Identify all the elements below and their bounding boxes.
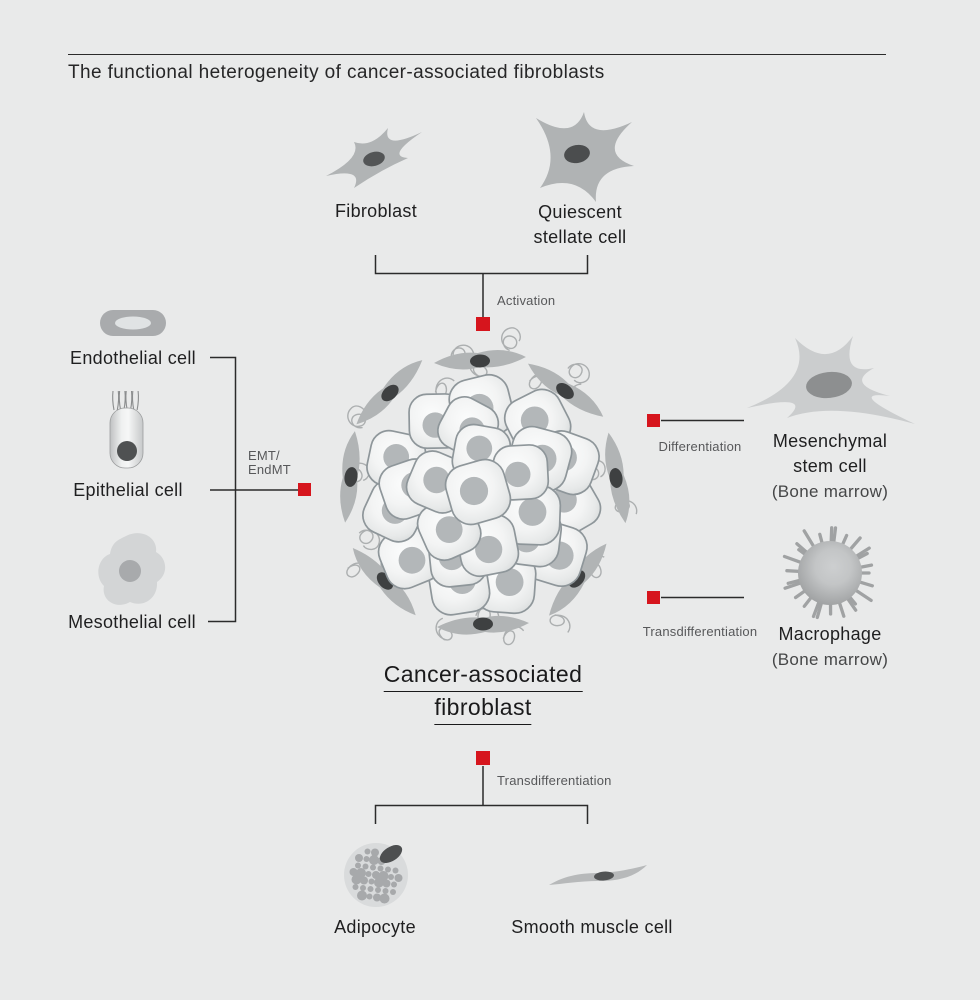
differentiation-marker bbox=[647, 414, 660, 427]
epithelial-cell-icon bbox=[109, 390, 144, 469]
caf-title-line2: fibroblast bbox=[434, 694, 532, 725]
endothelial-label: Endothelial cell bbox=[70, 348, 196, 368]
smooth-muscle-cell-icon bbox=[549, 865, 647, 885]
header-rule bbox=[68, 54, 886, 55]
emt-marker bbox=[298, 483, 311, 496]
msc-label-line2: stem cell bbox=[793, 456, 867, 476]
transdifferentiation-right-label: Transdifferentiation bbox=[642, 624, 758, 639]
macrophage-icon bbox=[782, 526, 874, 620]
fibroblast-label: Fibroblast bbox=[334, 201, 418, 221]
fibroblast-cell-icon bbox=[326, 128, 422, 188]
msc-label-line1: Mesenchymal bbox=[772, 431, 888, 451]
stellate-label-line1: Quiescent bbox=[538, 202, 622, 222]
emt-endmt-label: EMT/ EndMT bbox=[248, 449, 291, 477]
transdifferentiation-bottom-label: Transdifferentiation bbox=[497, 773, 612, 788]
msc-label-line3: (Bone marrow) bbox=[771, 482, 889, 501]
epithelial-label: Epithelial cell bbox=[73, 480, 183, 500]
transdifferentiation-right-marker bbox=[647, 591, 660, 604]
caf-title-line1: Cancer-associated bbox=[383, 661, 583, 692]
activation-label: Activation bbox=[497, 293, 556, 308]
transdifferentiation-bottom-marker bbox=[476, 751, 490, 765]
macrophage-label-line1: Macrophage bbox=[778, 624, 882, 644]
differentiation-label: Differentiation bbox=[658, 439, 742, 454]
emt-label-line2: EndMT bbox=[248, 462, 291, 477]
adipocyte-icon bbox=[344, 843, 408, 907]
macrophage-label-line2: (Bone marrow) bbox=[771, 650, 889, 669]
adipocyte-label: Adipocyte bbox=[334, 917, 416, 937]
mesothelial-label: Mesothelial cell bbox=[68, 612, 196, 632]
page-title: The functional heterogeneity of cancer-a… bbox=[68, 62, 605, 83]
activation-marker bbox=[476, 317, 490, 331]
emt-label-line1: EMT/ bbox=[248, 448, 280, 463]
mesothelial-cell-icon bbox=[98, 533, 166, 605]
bottom-bracket-line bbox=[374, 804, 589, 824]
stellate-label-line2: stellate cell bbox=[533, 227, 627, 247]
endothelial-cell-icon bbox=[100, 310, 166, 336]
mesenchymal-stem-cell-icon bbox=[747, 336, 915, 424]
top-bracket-line bbox=[374, 255, 589, 275]
quiescent-stellate-cell-icon bbox=[536, 112, 634, 202]
smooth-muscle-label: Smooth muscle cell bbox=[511, 917, 673, 937]
cancer-associated-fibroblast-cluster-illustration bbox=[340, 327, 638, 646]
